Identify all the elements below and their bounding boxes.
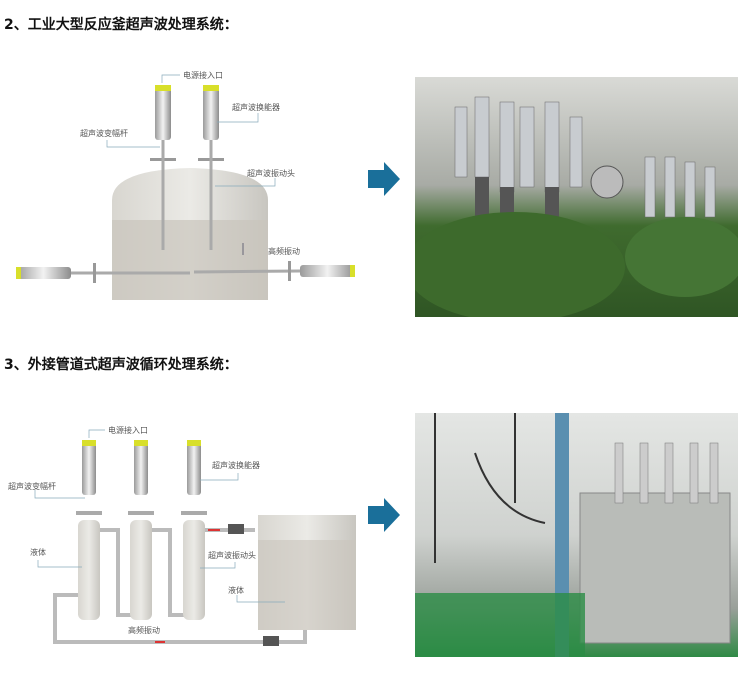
label-probe: 超声波振动头	[208, 550, 256, 560]
label-horn: 超声波变幅杆	[8, 481, 56, 491]
pipeline-diagram: 泵 泵 电源接入口 超声波换能器 超声波变幅杆 超声波振动头 液体 液体 高频振…	[8, 425, 356, 646]
arrow-right-icon	[368, 162, 400, 196]
label-liquid-2: 液体	[228, 585, 244, 595]
reactor-diagram: 电源接入口 超声波换能器 超声波变幅杆 超声波振动头 高频振动	[16, 70, 355, 300]
label-transducer: 超声波换能器	[232, 102, 280, 112]
arrow-right-icon	[368, 498, 400, 532]
label-liquid-1: 液体	[30, 547, 46, 557]
label-pump-2: 泵	[267, 637, 275, 646]
label-vibration: 高频振动	[128, 625, 160, 635]
section-2-heading: 2、工业大型反应釜超声波处理系统：	[4, 17, 238, 33]
label-horn: 超声波变幅杆	[80, 128, 128, 138]
section-3-heading: 3、外接管道式超声波循环处理系统：	[4, 357, 238, 373]
label-probe: 超声波振动头	[247, 168, 295, 178]
label-vibration: 高频振动	[268, 246, 300, 256]
pipeline-photo	[415, 413, 738, 657]
label-power: 电源接入口	[108, 425, 148, 435]
label-transducer: 超声波换能器	[212, 460, 260, 470]
label-power: 电源接入口	[183, 70, 223, 80]
reactor-photo	[415, 77, 738, 317]
label-pump-1: 泵	[232, 525, 240, 534]
